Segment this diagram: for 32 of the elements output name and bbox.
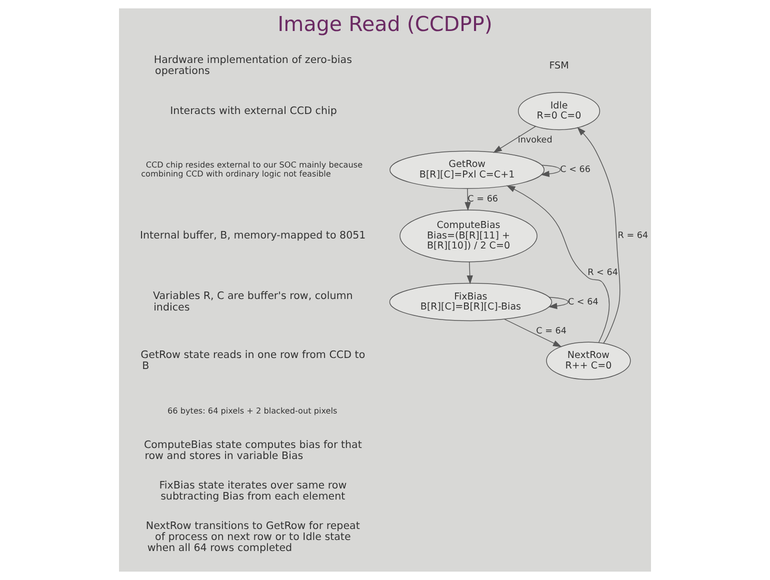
node-ellipse: ComputeBias Bias=(B[R][11] + B[R][10]) / 2 C=0	[400, 210, 538, 262]
label: Internal buffer, B, memory-mapped to 8051	[140, 230, 366, 242]
node-ellipse: NextRow R++ C=0	[546, 342, 631, 380]
label: Interacts with external CCD chip	[170, 104, 337, 117]
node-ellipse: GetRow B[R][C]=Pxl C=C+1	[390, 150, 545, 189]
label: Variables R, C are buffer's row, column indices	[153, 290, 353, 314]
label: 66 bytes: 64 pixels + 2 blacked-out pixels	[168, 405, 338, 416]
label: NextRow transitions to GetRow for repeat of process on next row or to Idle state when all 64 rows completed	[146, 520, 360, 554]
arrow	[464, 188, 471, 211]
label: GetRow state reads in one row from CCD to B	[140, 349, 366, 372]
edge-label: C < 66	[560, 165, 590, 176]
node-ellipse: Idle R=0 C=0	[518, 92, 600, 130]
label: FixBias state iterates over same row subtracting Bias from each element	[159, 480, 347, 503]
arrow	[466, 262, 473, 284]
node-ellipse: FixBias B[R][C]=B[R][C]-Bias	[389, 282, 552, 322]
edge-label: C < 64	[568, 297, 598, 308]
label: FSM	[549, 60, 569, 72]
edge-label: R = 64	[618, 231, 648, 242]
edge-label: R < 64	[588, 268, 618, 278]
arrow	[540, 164, 561, 177]
arrow	[548, 296, 568, 310]
arrow	[493, 126, 536, 153]
label: CCD chip resides external to our SOC mainly because combining CCD with ordinary logic not feasible	[141, 159, 363, 178]
label: Hardware implementation of zero-bias operations	[154, 54, 352, 78]
label: ComputeBias state computes bias for that row and stores in variable Bias	[144, 439, 362, 462]
edge-label: C = 64	[536, 326, 566, 337]
arrow	[577, 126, 620, 344]
edge-label: invoked	[518, 136, 552, 146]
edge-label: C = 66	[468, 194, 498, 205]
arrow	[506, 185, 610, 343]
arrow	[504, 318, 562, 348]
diagram-title: Image Read (CCDPP)	[278, 12, 492, 36]
